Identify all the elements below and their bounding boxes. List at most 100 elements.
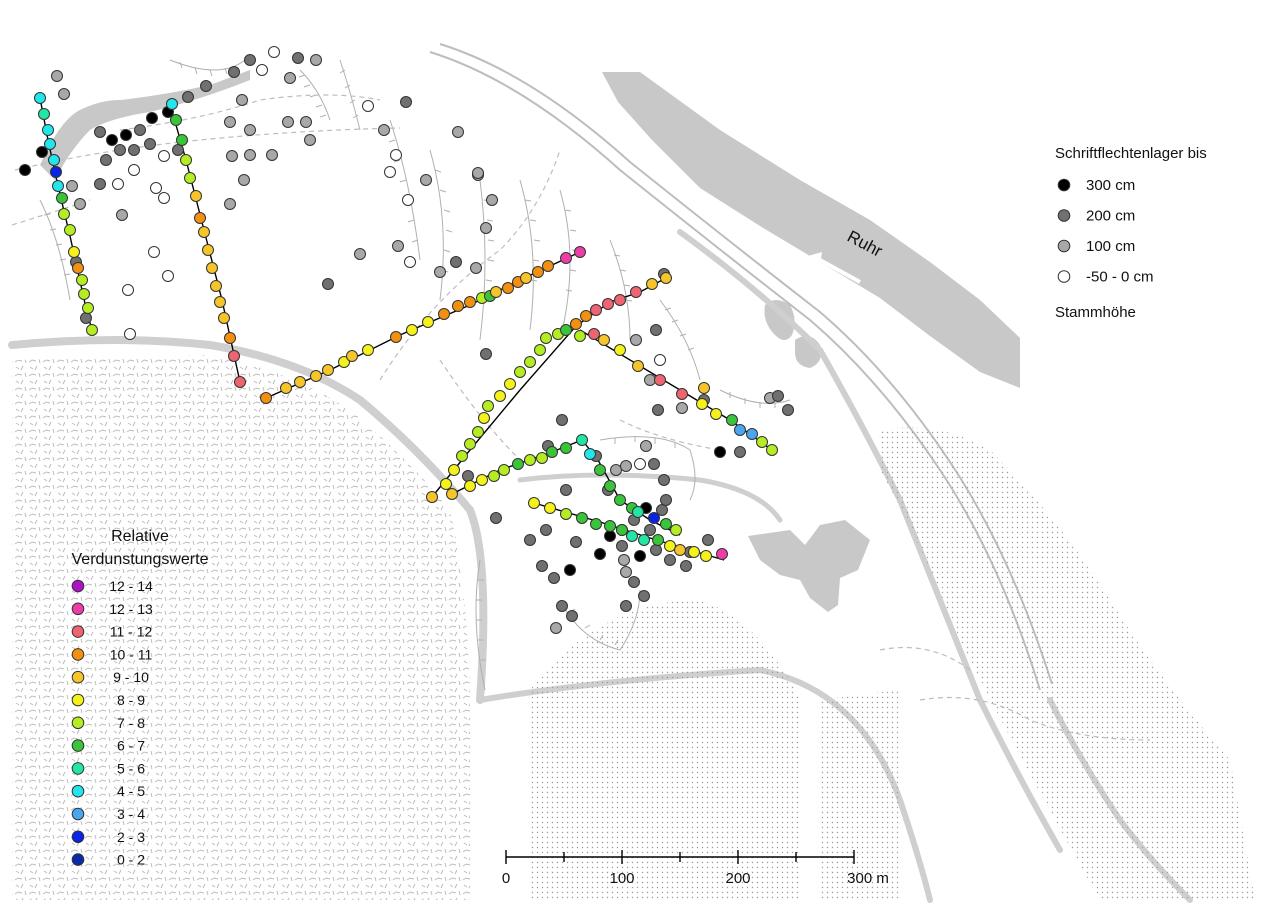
lichen-marker	[256, 64, 268, 76]
lichen-marker	[244, 54, 256, 66]
evaporation-marker	[56, 192, 68, 204]
lichen-marker	[680, 560, 692, 572]
evaporation-legend-label: 9 - 10	[113, 669, 149, 685]
evaporation-marker	[746, 428, 758, 440]
lichen-marker	[322, 278, 334, 290]
evaporation-marker	[206, 262, 218, 274]
lichen-marker	[384, 166, 396, 178]
lichen-marker	[378, 124, 390, 136]
scale-label-0: 0	[502, 870, 510, 887]
lichen-marker	[664, 554, 676, 566]
lichen-marker	[620, 566, 632, 578]
lichen-marker	[734, 446, 746, 458]
evaporation-marker	[346, 350, 358, 362]
evaporation-marker	[180, 154, 192, 166]
lichen-marker	[634, 458, 646, 470]
evaporation-marker	[34, 92, 46, 104]
evaporation-marker	[654, 374, 666, 386]
lichen-marker	[650, 544, 662, 556]
lichen-marker	[100, 154, 112, 166]
lichen-marker	[124, 328, 136, 340]
lichen-marker	[420, 174, 432, 186]
evaporation-legend-swatch	[71, 762, 85, 775]
evaporation-marker	[490, 286, 502, 298]
evaporation-marker	[540, 332, 552, 344]
evaporation-marker	[472, 426, 484, 438]
evaporation-marker	[614, 494, 626, 506]
evaporation-marker	[190, 190, 202, 202]
evaporation-marker	[440, 478, 452, 490]
evaporation-marker	[48, 154, 60, 166]
scale-labels: 0 100 200 300 m	[502, 870, 889, 887]
evaporation-legend-swatch	[71, 739, 85, 752]
lichen-marker	[304, 134, 316, 146]
lichen-marker	[548, 572, 560, 584]
lichen-marker	[150, 182, 162, 194]
lichen-marker	[200, 80, 212, 92]
lichen-marker	[404, 256, 416, 268]
evaporation-marker	[560, 442, 572, 454]
evaporation-marker	[652, 534, 664, 546]
evaporation-marker	[674, 544, 686, 556]
lichen-marker	[656, 504, 668, 516]
river-flow-arrow	[819, 258, 861, 284]
evaporation-marker	[604, 480, 616, 492]
ruhr-river	[602, 72, 1020, 388]
evaporation-marker	[184, 172, 196, 184]
evaporation-marker	[574, 246, 586, 258]
pond	[764, 300, 795, 340]
evaporation-marker	[322, 364, 334, 376]
evaporation-marker	[86, 324, 98, 336]
lichen-marker	[106, 134, 118, 146]
lichen-marker	[630, 334, 642, 346]
lichen-marker	[648, 458, 660, 470]
lichen-marker	[714, 446, 726, 458]
evaporation-legend-label: 3 - 4	[117, 806, 145, 822]
lichen-marker	[244, 124, 256, 136]
lichen-marker	[244, 149, 256, 161]
lichen-marker	[658, 474, 670, 486]
evaporation-marker	[700, 550, 712, 562]
evaporation-legend-label: 8 - 9	[117, 692, 145, 708]
evaporation-marker	[294, 376, 306, 388]
evaporation-marker	[476, 474, 488, 486]
evaporation-marker	[50, 166, 62, 178]
lichen-marker	[560, 484, 572, 496]
lichen-marker	[620, 600, 632, 612]
evaporation-marker	[560, 508, 572, 520]
lichen-marker	[638, 590, 650, 602]
lichen-marker	[94, 126, 106, 138]
evaporation-legend-swatch	[71, 602, 85, 616]
evaporation-legend-label: 11 - 12	[110, 624, 153, 640]
evaporation-marker	[734, 424, 746, 436]
evaporation-marker	[514, 366, 526, 378]
lichen-marker	[480, 348, 492, 360]
evaporation-marker	[478, 412, 490, 424]
evaporation-marker	[536, 452, 548, 464]
scale-label-200: 200	[725, 870, 750, 887]
evaporation-marker	[648, 512, 660, 524]
lichen-marker	[112, 178, 124, 190]
lichen-marker	[402, 194, 414, 206]
lichen-marker	[282, 116, 294, 128]
evaporation-marker	[560, 252, 572, 264]
evaporation-legend-title-line1: Relative	[111, 528, 169, 545]
evaporation-marker	[670, 524, 682, 536]
lichen-legend-title: Schriftflechtenlager bis	[1055, 145, 1207, 162]
lichen-marker	[480, 222, 492, 234]
evaporation-legend-swatch	[71, 716, 85, 730]
lichen-marker	[268, 46, 280, 58]
evaporation-marker	[534, 344, 546, 356]
evaporation-legend-swatch	[71, 807, 85, 821]
lichen-marker	[536, 560, 548, 572]
evaporation-marker	[170, 114, 182, 126]
evaporation-marker	[590, 304, 602, 316]
evaporation-marker	[338, 356, 350, 368]
evaporation-marker	[464, 296, 476, 308]
lichen-marker	[120, 129, 132, 141]
evaporation-marker	[498, 464, 510, 476]
lichen-marker	[660, 494, 672, 506]
evaporation-marker	[234, 376, 246, 388]
evaporation-marker	[176, 134, 188, 146]
lichen-marker	[36, 146, 48, 158]
